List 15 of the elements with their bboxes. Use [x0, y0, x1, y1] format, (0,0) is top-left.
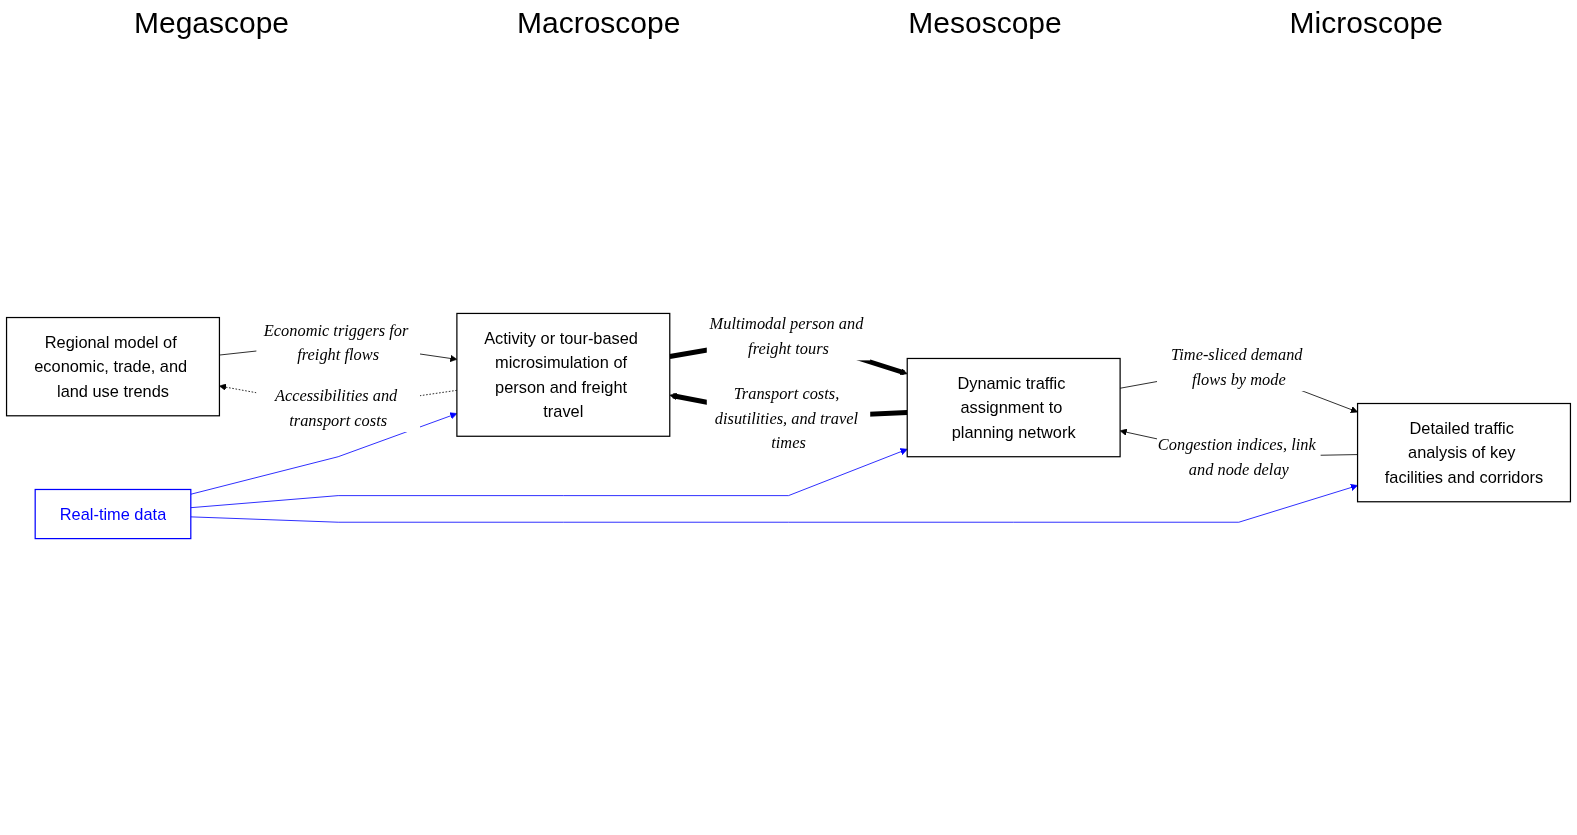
node-box: Real-time data [34, 488, 192, 540]
edge-label: Multimodal person and freight tours [709, 314, 864, 358]
edge-label: Transport costs, disutilities, and travel times [714, 384, 859, 452]
edge-label: Time-sliced demand flows by mode [1171, 345, 1303, 388]
node-box: Activity or tour-based microsimulation of person and freight travel [456, 312, 671, 437]
column-heading: Macroscope [516, 6, 681, 40]
column-heading: Mesoscope [908, 6, 1062, 40]
node-box: Detailed traffic analysis of key facilities and corridors [1356, 402, 1572, 503]
edge-label: Accessibilities and transport costs [274, 386, 398, 429]
node-box: Dynamic traffic assignment to planning network [906, 357, 1121, 458]
edge-label: Economic triggers for freight flows [263, 320, 409, 364]
edge-label: Congestion indices, link and node delay [1157, 435, 1316, 479]
column-heading: Microscope [1289, 6, 1443, 40]
node-box: Regional model of economic, trade, and land use trends [5, 316, 221, 417]
column-heading: Megascope [133, 6, 290, 40]
